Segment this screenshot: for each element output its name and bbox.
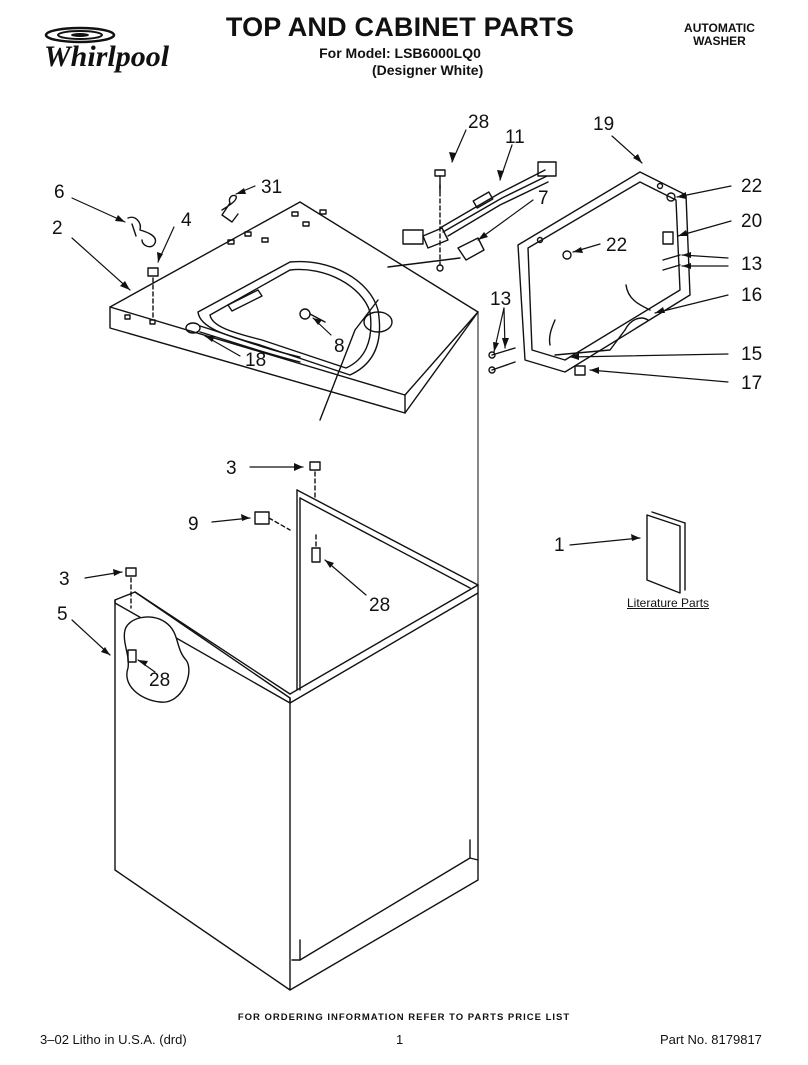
product-type-line1: AUTOMATIC xyxy=(684,21,755,35)
part-9 xyxy=(254,511,291,531)
callout-1: 1 xyxy=(554,535,565,556)
brand-wordmark: Whirlpool xyxy=(44,40,170,73)
product-type: AUTOMATIC WASHER xyxy=(672,22,767,48)
litho-note: 3–02 Litho in U.S.A. (drd) xyxy=(40,1032,187,1047)
part-17 xyxy=(574,365,586,376)
cabinet-part-5 xyxy=(114,489,479,991)
part-20 xyxy=(662,231,674,245)
literature-parts-label: Literature Parts xyxy=(627,596,710,610)
callout-4: 4 xyxy=(181,210,192,231)
callout-11: 11 xyxy=(505,127,525,148)
product-type-line2: WASHER xyxy=(693,34,746,48)
clip-part-3 xyxy=(125,461,321,609)
callout-18: 18 xyxy=(245,350,266,371)
bracket-part-4 xyxy=(147,267,159,321)
screw-part-8 xyxy=(299,299,379,421)
bumper-part-22 xyxy=(562,192,676,260)
screw-part-28-cabinet xyxy=(127,534,321,663)
variant-line: (Designer White) xyxy=(372,62,484,78)
whirlpool-logo: Whirlpool xyxy=(44,26,170,73)
callout-22-right: 22 xyxy=(741,176,762,197)
callout-16: 16 xyxy=(741,285,762,306)
callout-22-left: 22 xyxy=(606,235,627,256)
callout-17: 17 xyxy=(741,373,762,394)
callout-15: 15 xyxy=(741,344,762,365)
ordering-note: FOR ORDERING INFORMATION REFER TO PARTS … xyxy=(237,1012,571,1023)
part-31 xyxy=(221,194,239,223)
callout-8: 8 xyxy=(334,336,345,357)
callout-5: 5 xyxy=(57,604,68,625)
page-title: TOP AND CABINET PARTS xyxy=(225,12,575,42)
bracket-part-7 xyxy=(387,237,485,268)
page-number: 1 xyxy=(396,1032,404,1047)
lid-part-19 xyxy=(517,171,691,373)
callout-2: 2 xyxy=(52,218,63,239)
callout-13-right: 13 xyxy=(741,254,762,275)
callout-19: 19 xyxy=(593,114,614,135)
callout-13-left: 13 xyxy=(490,289,511,310)
callout-3-left: 3 xyxy=(59,569,70,590)
callout-9: 9 xyxy=(188,514,199,535)
lid-switch-part-11 xyxy=(402,161,557,272)
part-number: Part No. 8179817 xyxy=(660,1032,762,1047)
clip-part-6 xyxy=(127,216,157,248)
callout-28-cabinet: 28 xyxy=(369,595,390,616)
literature-part-1 xyxy=(646,511,686,594)
model-line: For Model: LSB6000LQ0 xyxy=(319,45,481,61)
callout-20: 20 xyxy=(741,211,762,232)
callout-6: 6 xyxy=(54,182,65,203)
screw-part-28-top xyxy=(434,169,446,193)
top-panel xyxy=(109,201,479,586)
screws-part-13 xyxy=(488,254,681,374)
callout-3-top: 3 xyxy=(226,458,237,479)
callout-28-cutaway: 28 xyxy=(149,670,170,691)
hinge-part-18 xyxy=(185,322,301,363)
callout-28-top: 28 xyxy=(468,112,489,133)
callout-7: 7 xyxy=(538,188,549,209)
callout-31: 31 xyxy=(261,177,282,198)
